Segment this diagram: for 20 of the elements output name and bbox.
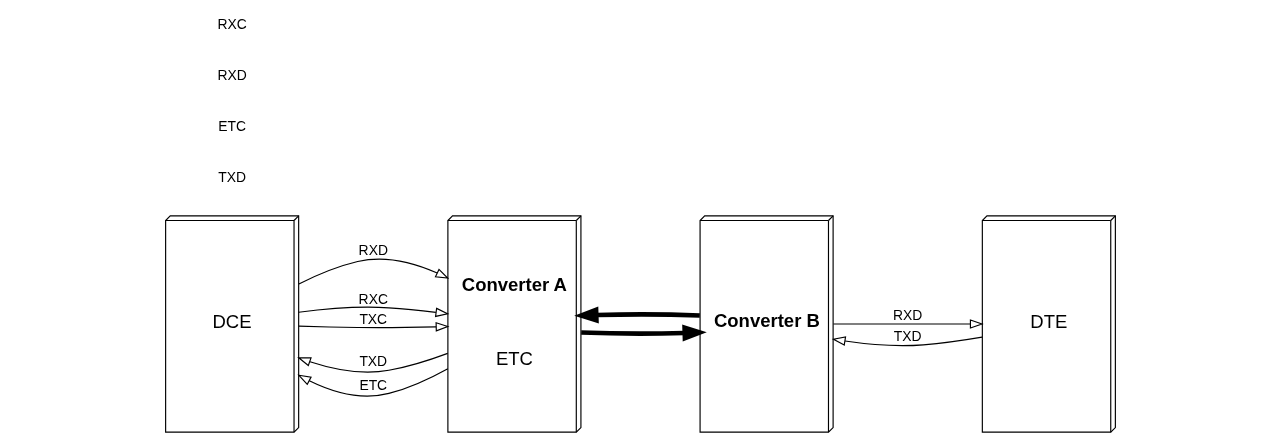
arrow (298, 306, 450, 318)
arrow (832, 319, 984, 329)
arrow (298, 258, 450, 285)
edge-label: TXC (359, 310, 388, 327)
edge-label: TXD (359, 353, 388, 370)
edge-label: TXD (893, 327, 922, 344)
edge-label: RXD (358, 242, 388, 259)
arrow (581, 324, 707, 342)
arrow (297, 352, 449, 373)
edge-label: ETC (359, 376, 388, 393)
label: RXD (217, 67, 247, 84)
arrow (831, 336, 983, 347)
label: ETC (218, 117, 247, 134)
edge-label: RXC (358, 290, 388, 307)
arrow (574, 306, 700, 324)
edge-label: RXD (893, 307, 923, 324)
label: RXC (217, 16, 247, 33)
label: TXD (218, 168, 247, 185)
arrow (298, 321, 450, 332)
arrow (297, 368, 449, 397)
